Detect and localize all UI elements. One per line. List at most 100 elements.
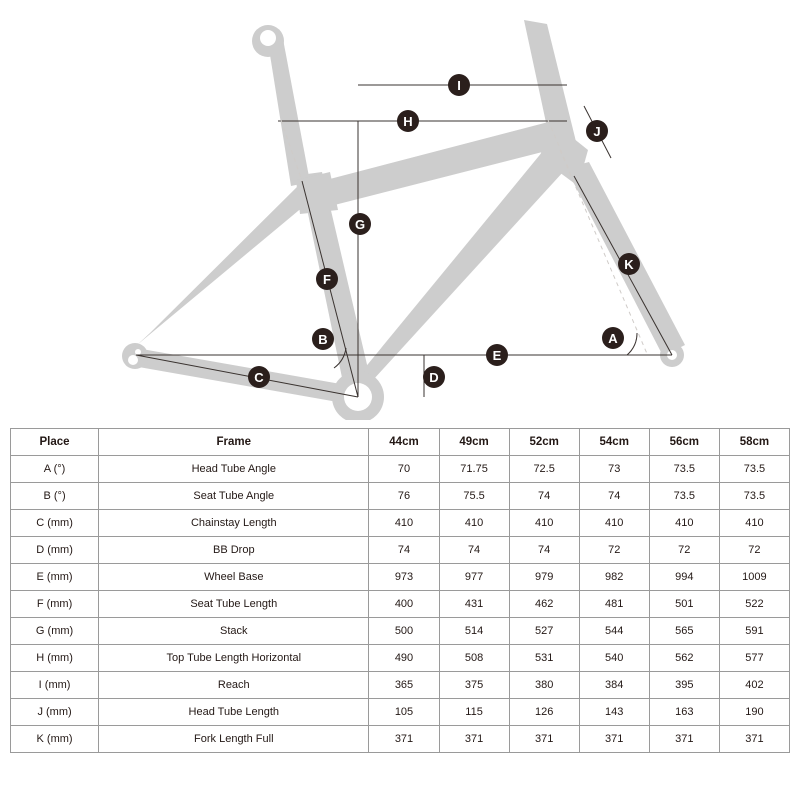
cell-value: 544: [578, 617, 650, 645]
column-header-size-52cm: 52cm: [508, 428, 580, 456]
cell-value: 73.5: [648, 482, 720, 510]
cell-frame-measure: Chainstay Length: [98, 509, 370, 537]
cell-value: 410: [648, 509, 720, 537]
cell-value: 977: [438, 563, 510, 591]
diagram-marker-c: C: [248, 366, 270, 388]
cell-value: 410: [508, 509, 580, 537]
cell-value: 400: [368, 590, 440, 618]
cell-value: 371: [648, 725, 720, 753]
diagram-marker-e: E: [486, 344, 508, 366]
cell-value: 75.5: [438, 482, 510, 510]
cell-value: 71.75: [438, 455, 510, 483]
cell-place: I (mm): [9, 671, 100, 699]
rear-axle-hole: [135, 349, 141, 355]
seatpost-reference-line: [280, 119, 303, 182]
cell-frame-measure: BB Drop: [98, 536, 370, 564]
marker-label-e: E: [493, 348, 502, 363]
cell-value: 371: [578, 725, 650, 753]
cell-value: 522: [718, 590, 791, 618]
cell-value: 481: [578, 590, 650, 618]
cell-value: 365: [368, 671, 440, 699]
marker-circle-d: [423, 366, 445, 388]
marker-circle-f: [316, 268, 338, 290]
cell-place: E (mm): [9, 563, 100, 591]
cell-value: 72: [578, 536, 650, 564]
cell-value: 527: [508, 617, 580, 645]
cell-value: 994: [648, 563, 720, 591]
cell-value: 384: [578, 671, 650, 699]
marker-label-a: A: [608, 331, 618, 346]
cell-value: 410: [718, 509, 791, 537]
column-header-size-58cm: 58cm: [718, 428, 791, 456]
cell-value: 508: [438, 644, 510, 672]
diagram-marker-g: G: [349, 213, 371, 235]
cell-value: 70: [368, 455, 440, 483]
cell-value: 72.5: [508, 455, 580, 483]
head-tube-angle-arc: [626, 332, 638, 356]
cell-place: F (mm): [9, 590, 100, 618]
cell-frame-measure: Wheel Base: [98, 563, 370, 591]
cell-frame-measure: Top Tube Length Horizontal: [98, 644, 370, 672]
cell-value: 402: [718, 671, 791, 699]
cell-place: J (mm): [9, 698, 100, 726]
diagram-marker-a: A: [602, 327, 624, 349]
marker-circle-k: [618, 253, 640, 275]
cell-frame-measure: Head Tube Angle: [98, 455, 370, 483]
marker-circle-j: [586, 120, 608, 142]
chainstay-line: [135, 354, 359, 398]
cell-value: 501: [648, 590, 720, 618]
marker-circle-i: [448, 74, 470, 96]
cell-value: 73.5: [718, 482, 791, 510]
marker-circle-e: [486, 344, 508, 366]
cell-value: 74: [578, 482, 650, 510]
cell-value: 410: [368, 509, 440, 537]
diagram-marker-b: B: [312, 328, 334, 350]
cell-frame-measure: Seat Tube Length: [98, 590, 370, 618]
diagram-marker-k: K: [618, 253, 640, 275]
marker-circle-g: [349, 213, 371, 235]
cell-value: 74: [508, 482, 580, 510]
cell-value: 490: [368, 644, 440, 672]
cell-value: 562: [648, 644, 720, 672]
cell-value: 76: [368, 482, 440, 510]
cell-value: 531: [508, 644, 580, 672]
marker-label-i: I: [457, 78, 461, 93]
cell-value: 72: [718, 536, 791, 564]
cell-place: K (mm): [9, 725, 100, 753]
column-header-size-44cm: 44cm: [368, 428, 440, 456]
diagram-marker-j: J: [586, 120, 608, 142]
seat-stay-shape: [137, 181, 316, 345]
cell-value: 73: [578, 455, 650, 483]
diagram-marker-h: H: [397, 110, 419, 132]
cell-value: 500: [368, 617, 440, 645]
cell-frame-measure: Seat Tube Angle: [98, 482, 370, 510]
cell-value: 143: [578, 698, 650, 726]
marker-label-g: G: [355, 217, 365, 232]
head-angle-reference-line: [559, 149, 649, 357]
cell-value: 565: [648, 617, 720, 645]
cell-value: 462: [508, 590, 580, 618]
cell-value: 371: [438, 725, 510, 753]
cell-place: D (mm): [9, 536, 100, 564]
top-tube-shape: [303, 120, 566, 211]
column-header-size-54cm: 54cm: [578, 428, 650, 456]
cell-value: 591: [718, 617, 791, 645]
cell-value: 371: [508, 725, 580, 753]
column-header-size-56cm: 56cm: [648, 428, 720, 456]
marker-label-f: F: [323, 272, 331, 287]
